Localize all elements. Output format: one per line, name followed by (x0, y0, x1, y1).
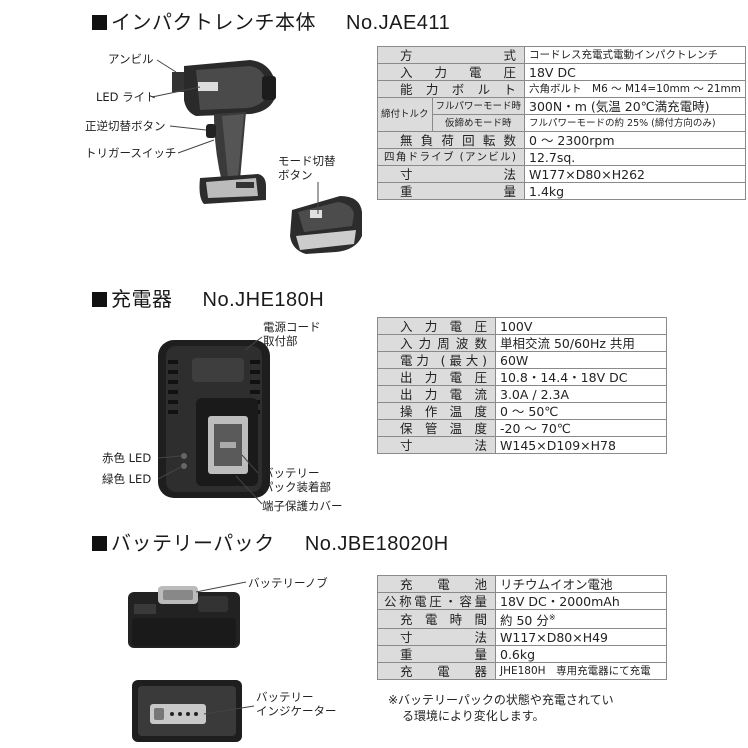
square-bullet-icon (92, 292, 107, 307)
label-mode-switch-2: ボタン (278, 168, 313, 182)
label-power-cord-1: 電源コード (263, 320, 321, 334)
table-row: 保管温度-20 ～ 70℃ (377, 419, 667, 437)
label-green-led: 緑色 LED (102, 472, 152, 486)
footnote-line-2: る環境により変化します。 (402, 709, 545, 723)
model-number: No.JBE18020H (304, 533, 449, 555)
impact-wrench-illustration (172, 60, 276, 204)
leader-lines-wrench (151, 59, 319, 214)
label-mode-switch-1: モード切替 (278, 154, 336, 168)
battery-front-illustration (132, 680, 242, 742)
label-red-led: 赤色 LED (102, 451, 152, 465)
label-terminal-cover: 端子保護カバー (262, 499, 343, 513)
label-reverse-button: 正逆切替ボタン (85, 119, 166, 133)
label-battery-indicator-2: インジケーター (256, 704, 337, 718)
mode-switch-inset-illustration (290, 196, 362, 254)
table-row: 入力周波数単相交流 50/60Hz 共用 (377, 334, 667, 352)
table-row: 仮締めモード時フルパワーモードの約 25% (締付方向のみ) (378, 114, 746, 132)
leader-lines-battery (195, 581, 255, 715)
model-number: No.JHE180H (202, 289, 325, 311)
footnote-line-1: ※バッテリーパックの状態や充電されてい (388, 693, 614, 707)
square-bullet-icon (92, 536, 107, 551)
label-led-light: LED ライト (96, 90, 157, 104)
label-anvil: アンビル (108, 52, 154, 66)
label-battery-slot-1: バッテリー (262, 466, 320, 480)
table-row: 充 電 池リチウムイオン電池 (377, 575, 667, 593)
model-number: No.JAE411 (346, 12, 451, 34)
square-bullet-icon (92, 15, 107, 30)
battery-side-illustration (128, 586, 240, 648)
label-power-cord-2: 取付部 (263, 334, 298, 348)
table-row: 方 式コードレス充電式電動インパクトレンチ (376, 46, 746, 64)
label-battery-indicator-1: バッテリー (256, 690, 314, 704)
table-row: 四角ドライブ (アンビル)12.7sq. (376, 148, 746, 166)
charger-illustration (158, 340, 270, 498)
table-row: 充電時間約 50 分※ (377, 608, 667, 630)
leader-lines-charger (157, 336, 263, 505)
label-trigger-switch: トリガースイッチ (85, 146, 177, 160)
label-battery-slot-2: パック装着部 (262, 480, 331, 494)
label-battery-knob: バッテリーノブ (248, 576, 328, 590)
table-row: 電力 (最大)60W (377, 351, 667, 369)
table-row: 能力ボルト六角ボルト M6 ～ M14=10mm ～ 21mm (376, 80, 746, 98)
